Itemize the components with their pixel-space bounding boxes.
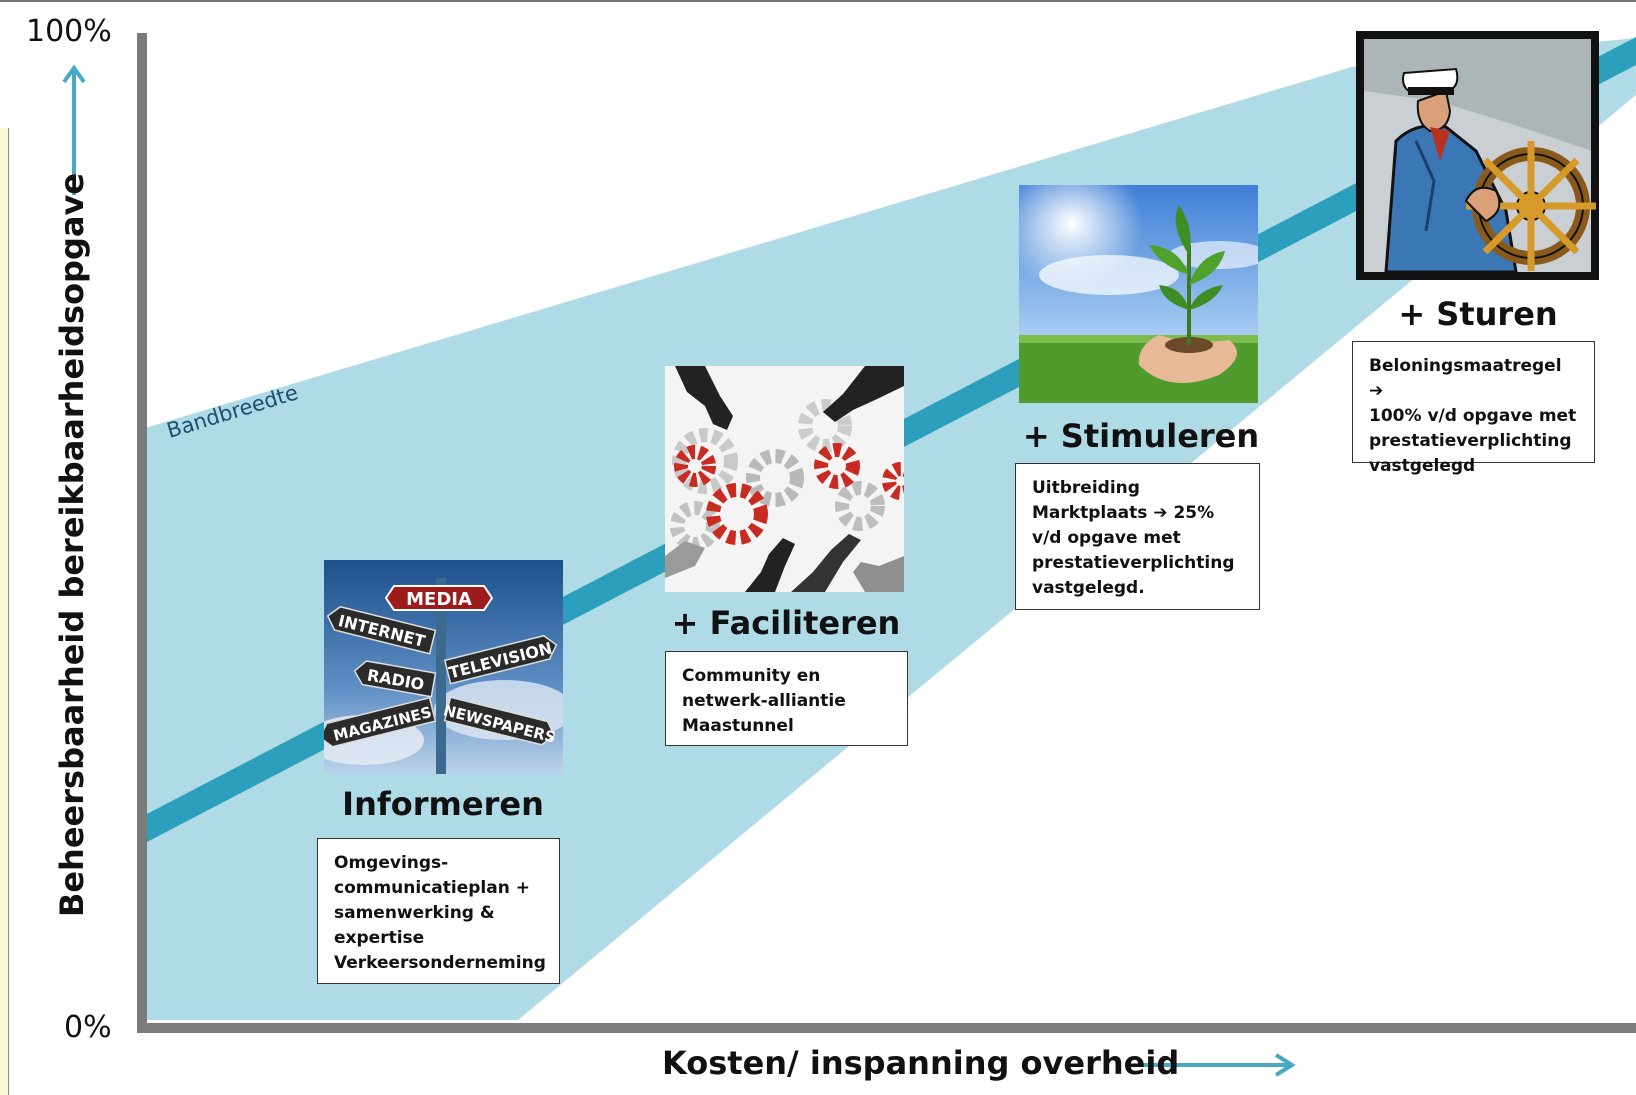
- hands-gears-icon: [665, 366, 904, 592]
- step-box-faciliteren: Community en netwerk-alliantie Maastunne…: [665, 651, 908, 746]
- step-title-stimuleren: + Stimuleren: [1022, 417, 1260, 455]
- y-axis-title: Beheersbaarheid bereikbaarheidsopgave: [53, 172, 91, 918]
- sign-media: MEDIA: [406, 589, 472, 610]
- step-title-faciliteren: + Faciliteren: [671, 604, 901, 642]
- step-box-stimuleren: Uitbreiding Marktplaats ➔ 25% v/d opgave…: [1015, 463, 1260, 610]
- signpost-icon: MEDIA INTERNET TELEVISION RADIO MAGAZINE…: [324, 560, 563, 774]
- x-axis-arrow: [1140, 1053, 1296, 1077]
- plant-in-hands-icon: [1019, 185, 1258, 403]
- step-title-informeren: Informeren: [342, 785, 544, 823]
- x-axis-line: [137, 1023, 1636, 1033]
- x-axis-title: Kosten/ inspanning overheid: [662, 1044, 1180, 1082]
- y-axis-line: [137, 33, 147, 1033]
- step-box-sturen: Beloningsmaatregel ➔ 100% v/d opgave met…: [1352, 341, 1595, 476]
- top-border: [0, 0, 1636, 2]
- y-axis-min-label: 0%: [64, 1010, 112, 1045]
- step-box-informeren: Omgevings- communicatieplan + samenwerki…: [317, 838, 560, 984]
- left-edge-strip: [0, 128, 9, 1095]
- y-axis-max-label: 100%: [26, 14, 112, 49]
- step-title-sturen: + Sturen: [1398, 295, 1558, 333]
- plant-image: [1019, 185, 1258, 403]
- hands-gears-image: [665, 366, 904, 592]
- media-signpost-image: MEDIA INTERNET TELEVISION RADIO MAGAZINE…: [324, 560, 563, 774]
- captain-image: [1356, 31, 1599, 280]
- captain-at-helm-icon: [1356, 31, 1599, 280]
- y-axis-arrow: [62, 64, 86, 195]
